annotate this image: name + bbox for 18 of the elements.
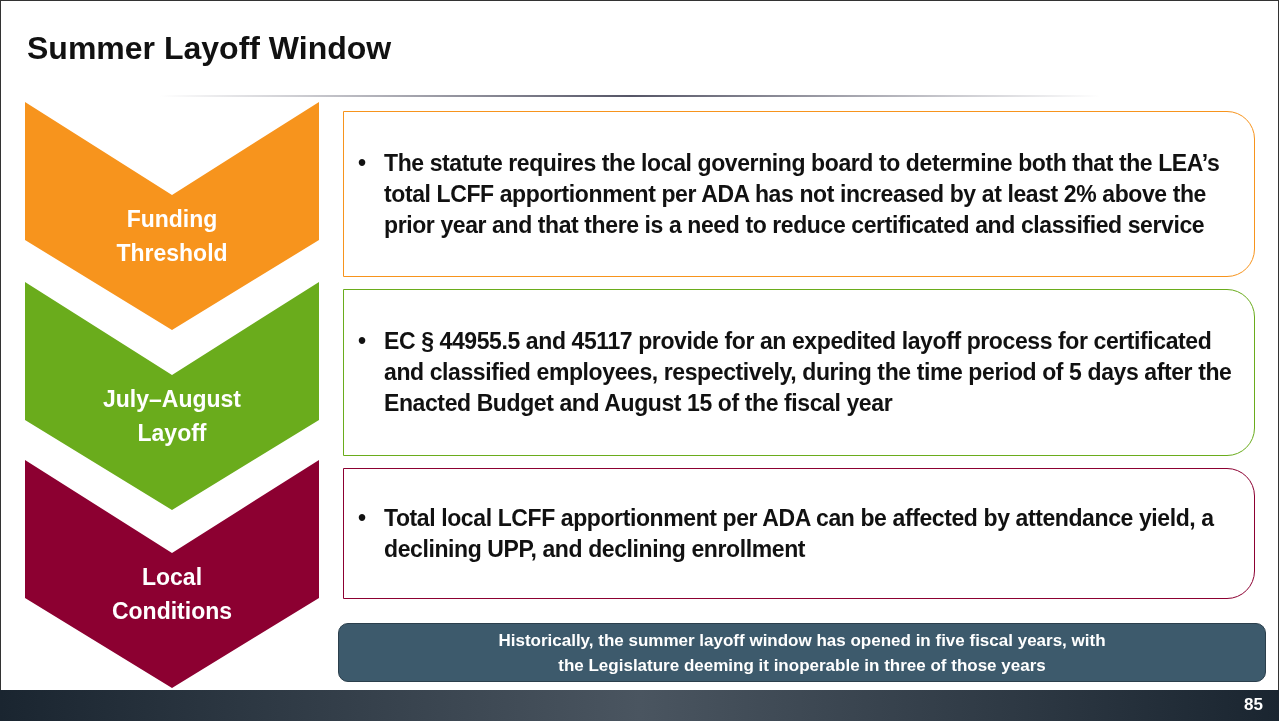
chevron-shape bbox=[25, 460, 319, 688]
bullet-marker: • bbox=[358, 503, 367, 533]
page-number: 85 bbox=[1244, 695, 1263, 715]
stage-label: Local Conditions bbox=[110, 563, 234, 626]
bullet-text: EC § 44955.5 and 45117 provide for an expedited layoff process for certificated and classified employees, respectively, during the time period of 5 days after the Enacted Budget and August 15 of the fiscal year bbox=[384, 327, 1233, 418]
chevron-shape bbox=[25, 282, 319, 510]
bullet-text: The statute requires the local governing board to determine both that the LEA’s total LCFF apportionment per ADA has not increased by at least 2% above the prior year and that there is a need to reduce certificated and classified service bbox=[384, 148, 1221, 240]
bullet-marker: • bbox=[358, 327, 367, 356]
bullet-text: Total local LCFF apportionment per ADA can be affected by attendance yield, a declining UPP, and declining enrollment bbox=[384, 503, 1216, 564]
text-panel bbox=[343, 111, 1255, 277]
stage-label: Funding Threshold bbox=[115, 205, 229, 268]
bullet-marker: • bbox=[358, 148, 367, 178]
note-banner: Historically, the summer layoff window has opened in five fiscal years, with the Legislature deeming it inoperable in three of those years bbox=[338, 623, 1266, 682]
text-panel bbox=[343, 289, 1255, 456]
stage-label: July–August Layoff bbox=[102, 385, 242, 448]
text-panel bbox=[343, 468, 1255, 599]
slide-title: Summer Layoff Window bbox=[27, 30, 392, 67]
chevron-shape bbox=[25, 102, 319, 330]
